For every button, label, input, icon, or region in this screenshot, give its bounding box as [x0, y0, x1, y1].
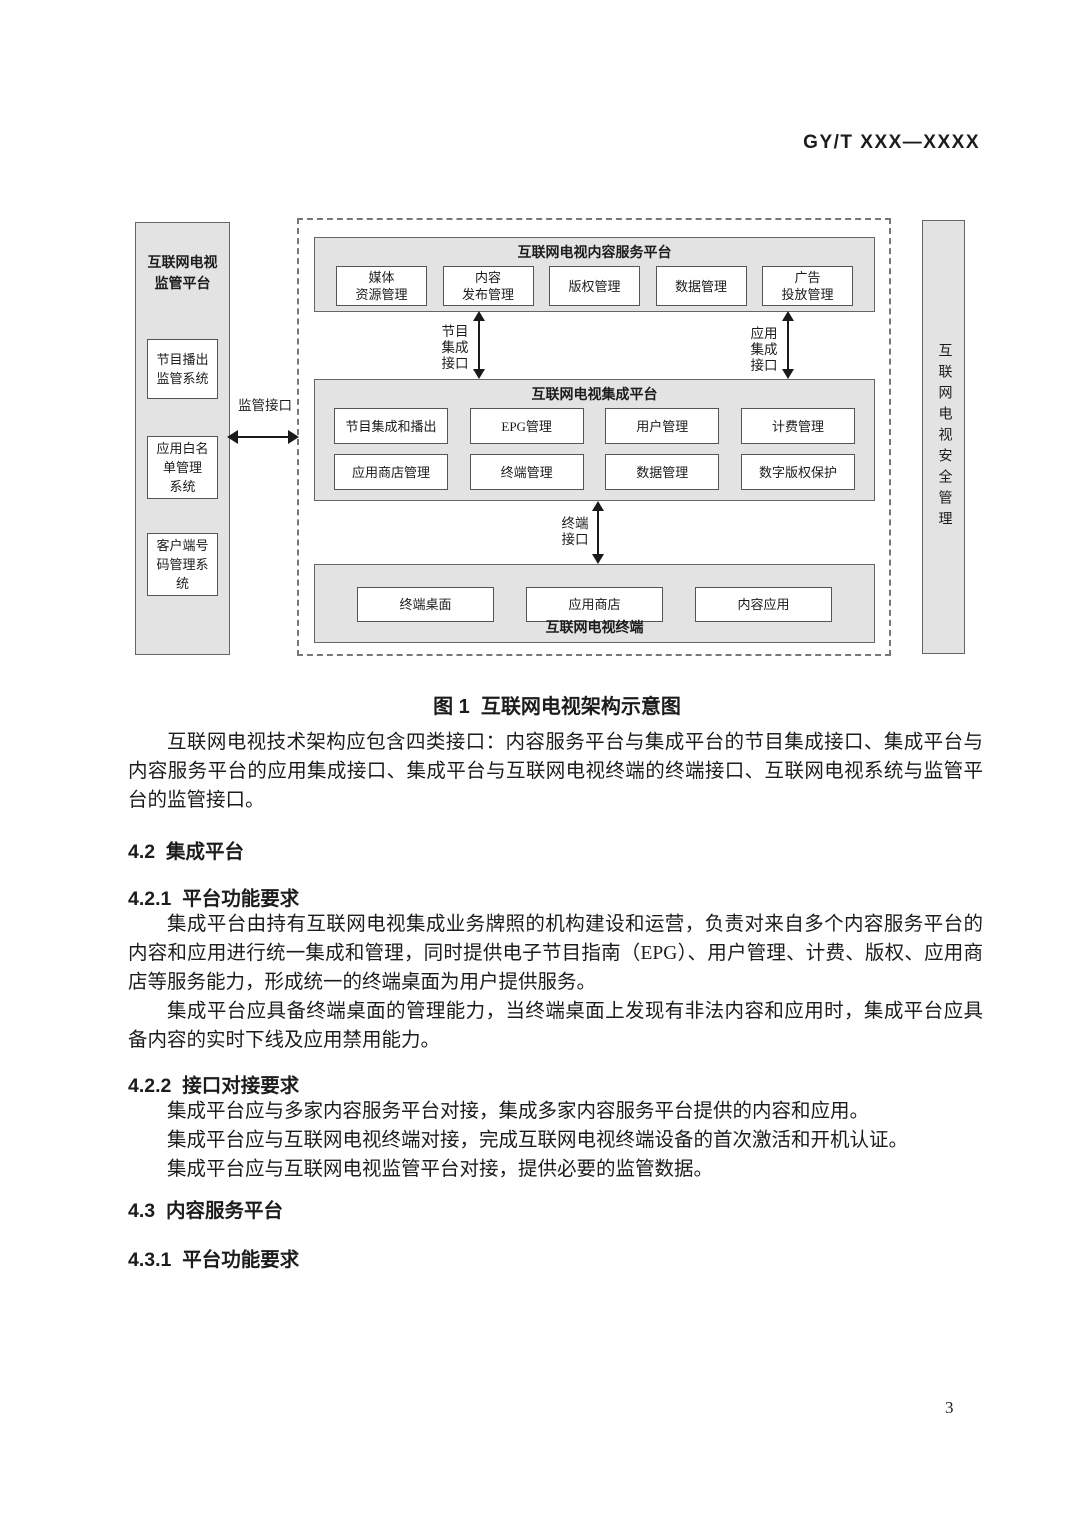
arrow-line	[478, 319, 480, 371]
arrow-line	[597, 509, 599, 556]
program-integration-interface-label: 节目 集成 接口	[441, 324, 469, 371]
section-heading-4-2-2: 4.2.2 接口对接要求	[128, 1075, 300, 1097]
arrow-head-down-icon	[782, 369, 794, 379]
arrow-head-down-icon	[473, 369, 485, 379]
terminal-interface-arrow	[592, 501, 604, 564]
program-integration-arrow	[473, 311, 485, 379]
section-heading-4-2-1: 4.2.1 平台功能要求	[128, 888, 300, 910]
terminal-platform: 终端桌面 应用商店 内容应用 互联网电视终端	[314, 564, 875, 643]
terminal-interface-label: 终端 接口	[561, 516, 589, 547]
paragraph-4-2-2-a: 集成平台应与多家内容服务平台对接，集成多家内容服务平台提供的内容和应用。	[167, 1101, 870, 1122]
section-heading-4-2: 4.2 集成平台	[128, 841, 244, 863]
arrow-head-left-icon	[227, 430, 238, 444]
supervision-interface-arrow	[227, 430, 299, 444]
module-content-app: 内容应用	[695, 587, 832, 622]
intro-paragraph: 互联网电视技术架构应包含四类接口：内容服务平台与集成平台的节目集成接口、集成平台…	[128, 732, 983, 811]
arrow-head-up-icon	[782, 311, 794, 321]
module-app-store-mgmt: 应用商店管理	[334, 454, 448, 490]
module-epg-mgmt: EPG管理	[469, 408, 584, 444]
module-terminal-mgmt: 终端管理	[469, 454, 584, 490]
paragraph-4-2-2-c: 集成平台应与互联网电视监管平台对接，提供必要的监管数据。	[167, 1159, 714, 1180]
integration-platform-title: 互联网电视集成平台	[531, 388, 658, 403]
security-management-bar: 互联网电视安全管理	[922, 220, 965, 654]
module-user-mgmt: 用户管理	[605, 408, 720, 444]
system-box-app-whitelist: 应用白名 单管理 系统	[147, 436, 218, 499]
app-integration-interface-label: 应用 集成 接口	[750, 326, 778, 373]
module-program-integration-broadcast: 节目集成和播出	[334, 408, 448, 444]
module-copyright-mgmt: 版权管理	[549, 266, 640, 306]
system-box-program-broadcast-supervision: 节目播出 监管系统	[147, 339, 218, 399]
system-box-client-number: 客户端号 码管理系 统	[147, 533, 218, 596]
module-media-resource-mgmt: 媒体 资源管理	[336, 266, 427, 306]
content-service-platform-title: 互联网电视内容服务平台	[517, 246, 672, 261]
regulatory-platform: 互联网电视 监管平台 节目播出 监管系统 应用白名 单管理 系统 客户端号 码管…	[135, 222, 230, 655]
integration-platform: 互联网电视集成平台 节目集成和播出 EPG管理 用户管理 计费管理 应用商店管理…	[314, 379, 875, 501]
paragraph-4-2-1-b: 集成平台应具备终端桌面的管理能力，当终端桌面上发现有非法内容和应用时，集成平台应…	[128, 1001, 983, 1051]
terminal-modules-row: 终端桌面 应用商店 内容应用	[315, 587, 874, 622]
module-terminal-desktop: 终端桌面	[357, 587, 494, 622]
app-integration-arrow	[782, 311, 794, 379]
section-heading-4-3: 4.3 内容服务平台	[128, 1200, 283, 1222]
arrow-head-up-icon	[592, 501, 604, 511]
paragraph-4-2-1-a: 集成平台由持有互联网电视集成业务牌照的机构建设和运营，负责对来自多个内容服务平台…	[128, 914, 983, 993]
figure-caption: 图 1 互联网电视架构示意图	[433, 696, 681, 718]
arrow-line	[787, 319, 789, 371]
arrow-head-right-icon	[288, 430, 299, 444]
terminal-platform-title: 互联网电视终端	[545, 621, 644, 636]
module-data-mgmt-integration: 数据管理	[605, 454, 720, 490]
body-text: 互联网电视技术架构应包含四类接口：内容服务平台与集成平台的节目集成接口、集成平台…	[128, 728, 983, 1271]
paragraph-4-2-2-b: 集成平台应与互联网电视终端对接，完成互联网电视终端设备的首次激活和开机认证。	[167, 1130, 909, 1151]
content-service-platform: 互联网电视内容服务平台 媒体 资源管理 内容 发布管理 版权管理 数据管理 广告…	[314, 237, 875, 312]
regulatory-platform-title: 互联网电视 监管平台	[147, 256, 218, 292]
module-drm-protection: 数字版权保护	[740, 454, 855, 490]
internet-tv-system-boundary: 互联网电视内容服务平台 媒体 资源管理 内容 发布管理 版权管理 数据管理 广告…	[297, 218, 891, 656]
section-heading-4-3-1: 4.3.1 平台功能要求	[128, 1249, 300, 1271]
architecture-diagram: 互联网电视 监管平台 节目播出 监管系统 应用白名 单管理 系统 客户端号 码管…	[135, 218, 965, 658]
integration-modules-row2: 应用商店管理 终端管理 数据管理 数字版权保护	[315, 454, 874, 490]
module-ad-delivery-mgmt: 广告 投放管理	[762, 266, 853, 306]
module-billing-mgmt: 计费管理	[740, 408, 855, 444]
module-data-mgmt-content: 数据管理	[655, 266, 747, 306]
security-management-label: 互联网电视安全管理	[936, 342, 952, 532]
integration-modules-row1: 节目集成和播出 EPG管理 用户管理 计费管理	[315, 408, 874, 444]
doc-code: GY/T XXX—XXXX	[803, 132, 980, 153]
content-modules-row: 媒体 资源管理 内容 发布管理 版权管理 数据管理 广告 投放管理	[315, 266, 874, 306]
module-app-store: 应用商店	[526, 587, 663, 622]
page-number: 3	[945, 1398, 954, 1417]
module-content-publish-mgmt: 内容 发布管理	[442, 266, 534, 306]
arrow-head-up-icon	[473, 311, 485, 321]
arrow-head-down-icon	[592, 554, 604, 564]
supervision-interface-label: 监管接口	[238, 398, 292, 413]
arrow-line	[234, 436, 292, 438]
